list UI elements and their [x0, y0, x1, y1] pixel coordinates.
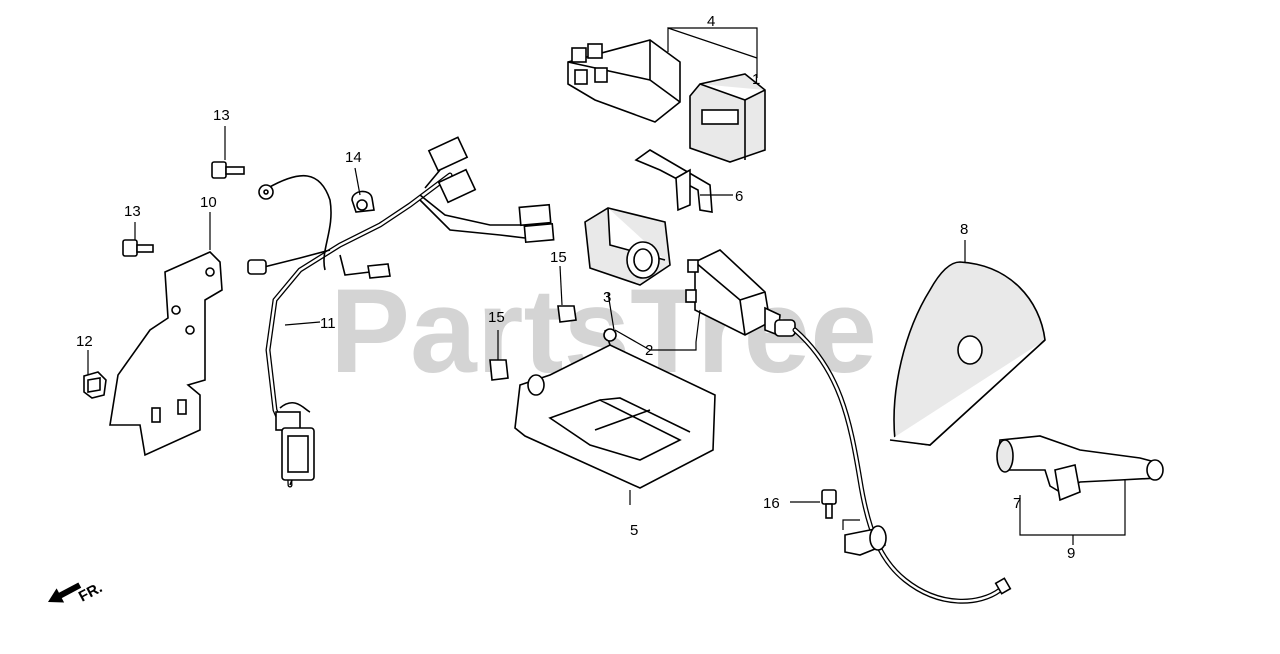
callout-13-upper: 13 — [213, 107, 230, 124]
callout-6: 6 — [735, 188, 743, 205]
front-direction-arrow — [48, 582, 82, 603]
callout-7: 7 — [1013, 495, 1021, 512]
guard-part-8 — [889, 261, 1046, 446]
rubber-mount-part-3 — [584, 207, 671, 286]
callout-15-upper: 15 — [550, 249, 567, 266]
bolt-part-13-lower — [122, 239, 154, 257]
clamp-on-lead — [844, 525, 887, 556]
rubber-cover-part-1 — [689, 73, 766, 163]
high-tension-lead — [792, 327, 1012, 604]
leader-lines — [87, 27, 1126, 545]
bracket-part-10 — [109, 251, 223, 457]
callout-3: 3 — [603, 289, 611, 306]
spark-plug-cap-part-9 — [996, 435, 1164, 502]
callout-2: 2 — [645, 342, 653, 359]
grommet-part-15-lower — [489, 359, 509, 381]
callout-10: 10 — [200, 194, 217, 211]
callout-12: 12 — [76, 333, 93, 350]
callout-15-lower: 15 — [488, 309, 505, 326]
clip-part-12 — [83, 371, 107, 399]
ignition-coil-part-2 — [685, 249, 796, 337]
callout-11: 11 — [320, 315, 336, 332]
callout-1: 1 — [752, 71, 760, 88]
callout-9: 9 — [1067, 545, 1075, 562]
callout-14: 14 — [345, 149, 362, 166]
tray-part-5 — [514, 328, 716, 489]
strap-part-6 — [634, 149, 713, 213]
bolt-part-13-upper — [211, 161, 245, 179]
callout-4: 4 — [707, 13, 715, 30]
cdi-unit-part-4 — [567, 39, 681, 123]
callout-8: 8 — [960, 221, 968, 238]
callout-5: 5 — [630, 522, 638, 539]
front-direction-label: FR. — [76, 579, 105, 605]
callout-16: 16 — [763, 495, 780, 512]
callout-13-lower: 13 — [124, 203, 141, 220]
bolt-part-16 — [821, 489, 837, 519]
clamp-part-14 — [351, 190, 375, 213]
wire-harness-part-11 — [247, 136, 555, 488]
grommet-part-15-upper — [557, 305, 577, 323]
